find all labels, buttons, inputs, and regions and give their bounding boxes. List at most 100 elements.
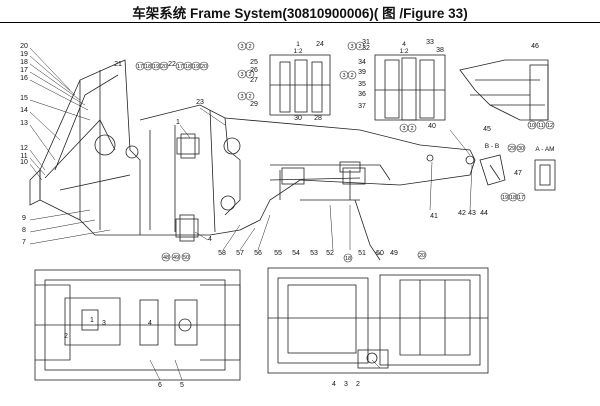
callout-c-20: 20 bbox=[20, 43, 28, 50]
callout-c-30: 30 bbox=[294, 115, 302, 122]
drawing-title: 车架系统 Frame System(30810900006)( 图 /Figur… bbox=[132, 6, 468, 21]
circled-callout-ci-3c: 3 bbox=[237, 91, 247, 101]
callout-circle-ci-20c bbox=[417, 250, 427, 260]
circled-callout-ci-30: 30 bbox=[516, 143, 526, 153]
callout-number-ci-3a: 3 bbox=[240, 44, 243, 50]
circled-callout-ci-2c: 2 bbox=[245, 91, 255, 101]
callout-number-ci-18b: 18 bbox=[185, 64, 191, 70]
callout-c-31: 31 bbox=[362, 39, 370, 46]
circled-callout-ci-29: 29 bbox=[507, 143, 517, 153]
circled-callout-ci-2b: 2 bbox=[245, 69, 255, 79]
callout-c-2-bot: 2 bbox=[64, 333, 68, 340]
circled-callout-ci-2a: 2 bbox=[245, 41, 255, 51]
callout-number-ci-17b: 17 bbox=[177, 64, 183, 70]
callout-c-42: 42 bbox=[458, 210, 466, 217]
callout-circle-ci-2e bbox=[347, 70, 357, 80]
callout-c-16: 16 bbox=[20, 75, 28, 82]
callout-c-27: 27 bbox=[250, 77, 258, 84]
callout-number-ci-2c: 2 bbox=[248, 94, 251, 100]
callout-c-35: 35 bbox=[358, 81, 366, 88]
callout-c-13: 13 bbox=[20, 120, 28, 127]
callout-circle-ci-49 bbox=[171, 252, 181, 262]
section-aam-label: A - AM bbox=[535, 146, 554, 153]
callout-c-51: 51 bbox=[358, 250, 366, 257]
callout-number-ci-2f: 2 bbox=[410, 126, 413, 132]
view-label-line: 1:2 bbox=[293, 48, 302, 55]
callout-c-10: 10 bbox=[20, 159, 28, 166]
callout-number-ci-2e: 2 bbox=[350, 73, 353, 79]
callout-number-ci-3c: 3 bbox=[240, 94, 243, 100]
callout-circle-ci-29 bbox=[507, 143, 517, 153]
section-bb-label: B - B bbox=[485, 143, 499, 150]
callout-c-52: 52 bbox=[326, 250, 334, 257]
callout-c-34: 34 bbox=[358, 59, 366, 66]
callout-c-55: 55 bbox=[274, 250, 282, 257]
callout-c-25: 25 bbox=[250, 59, 258, 66]
circled-callout-ci-3b: 3 bbox=[237, 69, 247, 79]
callout-c-28: 28 bbox=[314, 115, 322, 122]
callout-c-39: 39 bbox=[358, 69, 366, 76]
callout-c-53: 53 bbox=[310, 250, 318, 257]
circled-callout-ci-17c: 17 bbox=[516, 192, 526, 202]
callout-c-5-bot: 5 bbox=[180, 382, 184, 389]
circled-callout-ci-18c: 18 bbox=[508, 192, 518, 202]
callout-circle-ci-50 bbox=[181, 252, 191, 262]
circled-callout-ci-12: 12 bbox=[545, 120, 555, 130]
callout-number-ci-20b: 20 bbox=[201, 64, 207, 70]
callout-number-ci-20a: 20 bbox=[161, 64, 167, 70]
circled-callout-ci-17a: 17 bbox=[135, 61, 145, 71]
callout-number-ci-50: 50 bbox=[183, 255, 189, 261]
callout-c-3-bot: 3 bbox=[102, 320, 106, 327]
callout-circle-ci-20b bbox=[199, 61, 209, 71]
callout-number-ci-18a: 18 bbox=[145, 64, 151, 70]
circled-callout-ci-18d: 18 bbox=[343, 253, 353, 263]
callout-c-44: 44 bbox=[480, 210, 488, 217]
callout-c-54: 54 bbox=[292, 250, 300, 257]
circled-callout-ci-3e: 3 bbox=[339, 70, 349, 80]
circled-callout-ci-18b: 18 bbox=[183, 61, 193, 71]
callout-circle-ci-11 bbox=[536, 120, 546, 130]
callout-c-46: 46 bbox=[531, 43, 539, 50]
callout-number-ci-10: 10 bbox=[529, 123, 535, 129]
callout-c-14: 14 bbox=[20, 107, 28, 114]
callout-c-3-right: 3 bbox=[344, 381, 348, 388]
callout-c-7: 7 bbox=[22, 239, 26, 246]
circled-callout-ci-2e: 2 bbox=[347, 70, 357, 80]
callout-number-ci-3b: 3 bbox=[240, 72, 243, 78]
callout-number-ci-19a: 19 bbox=[153, 64, 159, 70]
callout-number-ci-3e: 3 bbox=[342, 73, 345, 79]
callout-number-ci-11: 11 bbox=[538, 123, 544, 129]
circled-callout-ci-2d: 2 bbox=[355, 41, 365, 51]
callout-c-29: 29 bbox=[250, 101, 258, 108]
callout-c-6-bot: 6 bbox=[158, 382, 162, 389]
callout-number-ci-29: 29 bbox=[509, 146, 515, 152]
callout-circle-ci-2b bbox=[245, 69, 255, 79]
callout-c-8: 8 bbox=[22, 227, 26, 234]
callout-c-58: 58 bbox=[218, 250, 226, 257]
callout-c-18: 18 bbox=[20, 59, 28, 66]
callout-number-ci-2a: 2 bbox=[248, 44, 251, 50]
callout-circle-ci-10 bbox=[527, 120, 537, 130]
circled-callout-ci-19b: 19 bbox=[191, 61, 201, 71]
callout-number-ci-18d: 18 bbox=[345, 256, 351, 262]
view-label-line: 4 bbox=[402, 41, 406, 48]
callout-circle-ci-18d bbox=[343, 253, 353, 263]
callout-number-ci-17a: 17 bbox=[137, 64, 143, 70]
circled-callout-ci-3f: 3 bbox=[399, 123, 409, 133]
callout-c-38: 38 bbox=[436, 47, 444, 54]
callout-circle-ci-2d bbox=[355, 41, 365, 51]
view-label-line: 1:2 bbox=[399, 48, 408, 55]
callout-c-40: 40 bbox=[428, 123, 436, 130]
callout-c-36: 36 bbox=[358, 91, 366, 98]
callout-c-19: 19 bbox=[20, 51, 28, 58]
callout-number-ci-17c: 17 bbox=[518, 195, 524, 201]
callout-c-23: 23 bbox=[196, 99, 204, 106]
circled-callout-ci-17b: 17 bbox=[175, 61, 185, 71]
callout-number-ci-20c: 20 bbox=[419, 253, 425, 259]
circled-callout-ci-50: 50 bbox=[181, 252, 191, 262]
callout-circle-ci-2c bbox=[245, 91, 255, 101]
circled-callout-ci-48: 48 bbox=[161, 252, 171, 262]
